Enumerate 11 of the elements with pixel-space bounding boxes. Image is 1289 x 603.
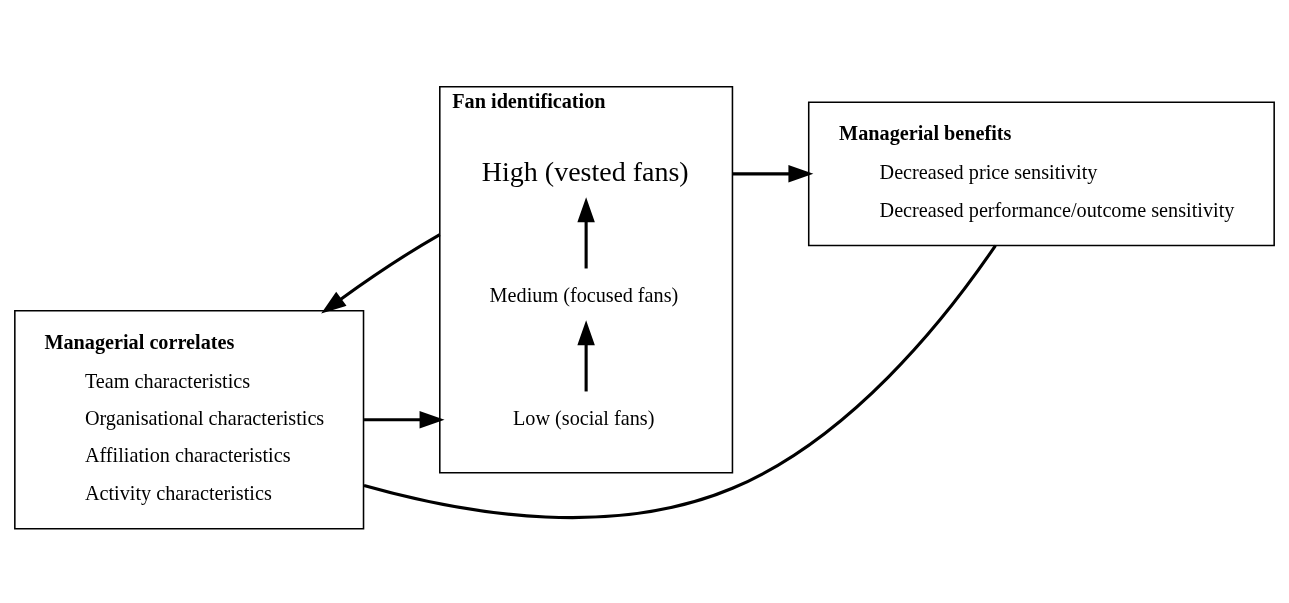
connector: [363, 244, 997, 520]
node-text: Medium (focused fans): [489, 284, 679, 307]
arrow: [364, 411, 445, 429]
arrow: [577, 197, 595, 269]
node-text: High (vested fans): [481, 155, 689, 187]
node-text: Low (social fans): [512, 407, 655, 430]
arrow: [321, 233, 441, 314]
arrow: [732, 165, 814, 183]
arrow: [577, 320, 595, 392]
node-box: Managerial benefits Decreased price sensitivity Decreased performance/outcome sensitivity: [807, 101, 1275, 247]
node-box: Managerial correlates Team characteristics Organisational characteristics Affiliation characteristics Activity characteristics: [14, 310, 365, 530]
